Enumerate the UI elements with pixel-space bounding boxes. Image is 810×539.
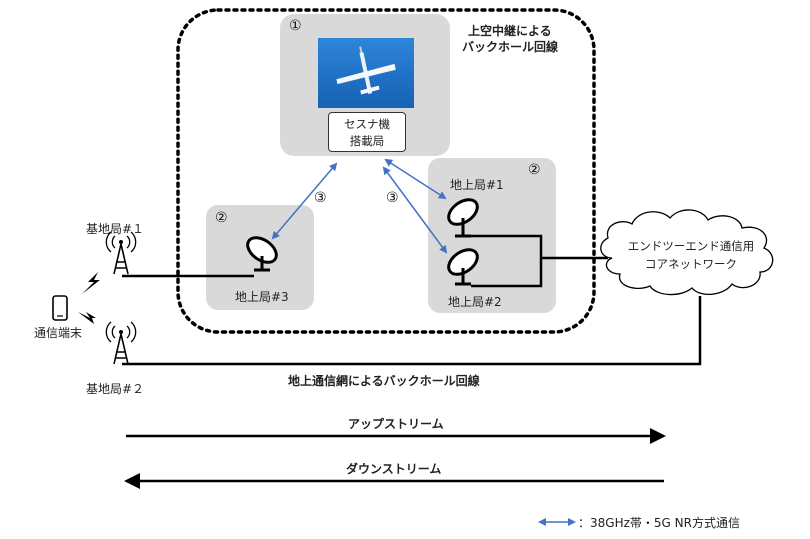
upstream-arrow [126, 428, 666, 444]
marker-1: ① [289, 18, 302, 34]
cell-tower-icon [105, 321, 137, 365]
cessna-label-line2: 搭載局 [349, 134, 385, 148]
downstream-label: ダウンストリーム [346, 462, 442, 476]
mmwave-links [271, 158, 448, 254]
ground-station-2-label: 地上局#2 [448, 295, 502, 309]
marker-3: ③ [386, 190, 399, 206]
dish-antenna-icon [246, 236, 278, 272]
base-station-2-label: 基地局#２ [86, 382, 145, 396]
core-network-label-line1: エンドツーエンド通信用 [627, 239, 755, 253]
cessna-station-label: セスナ機 搭載局 [328, 112, 406, 152]
terminal-label: 通信端末 [34, 326, 83, 340]
downstream-arrow [124, 473, 664, 489]
aerial-backhaul-title-line1: 上空中継による [468, 24, 552, 38]
core-network-cloud [600, 209, 774, 296]
aerial-backhaul-region [176, 8, 596, 334]
marker-2: ② [215, 210, 228, 226]
marker-3: ③ [314, 190, 327, 206]
cessna-label-line1: セスナ機 [344, 117, 390, 131]
ground-station-1-label: 地上局#1 [450, 178, 504, 192]
airplane-icon [336, 46, 396, 95]
core-network-label-line2: コアネットワーク [645, 257, 737, 271]
wireless-signal-icon [78, 312, 96, 324]
base-station-1-label: 基地局#１ [86, 222, 145, 236]
ground-station-3-label: 地上局#3 [235, 290, 289, 304]
marker-2: ② [528, 162, 541, 178]
wireless-signal-icon [82, 272, 100, 294]
dish-antenna-icon [447, 198, 479, 238]
cell-tower-icon [105, 231, 137, 275]
wired-links [122, 234, 702, 366]
legend-text: ：38GHz帯・5G NR方式通信 [578, 516, 740, 530]
upstream-label: アップストリーム [348, 417, 444, 431]
ground-backhaul-title: 地上通信網によるバックホール回線 [288, 374, 480, 388]
dish-antenna-icon [447, 248, 479, 286]
aerial-backhaul-title-line2: バックホール回線 [462, 40, 559, 54]
phone-icon [52, 295, 68, 321]
